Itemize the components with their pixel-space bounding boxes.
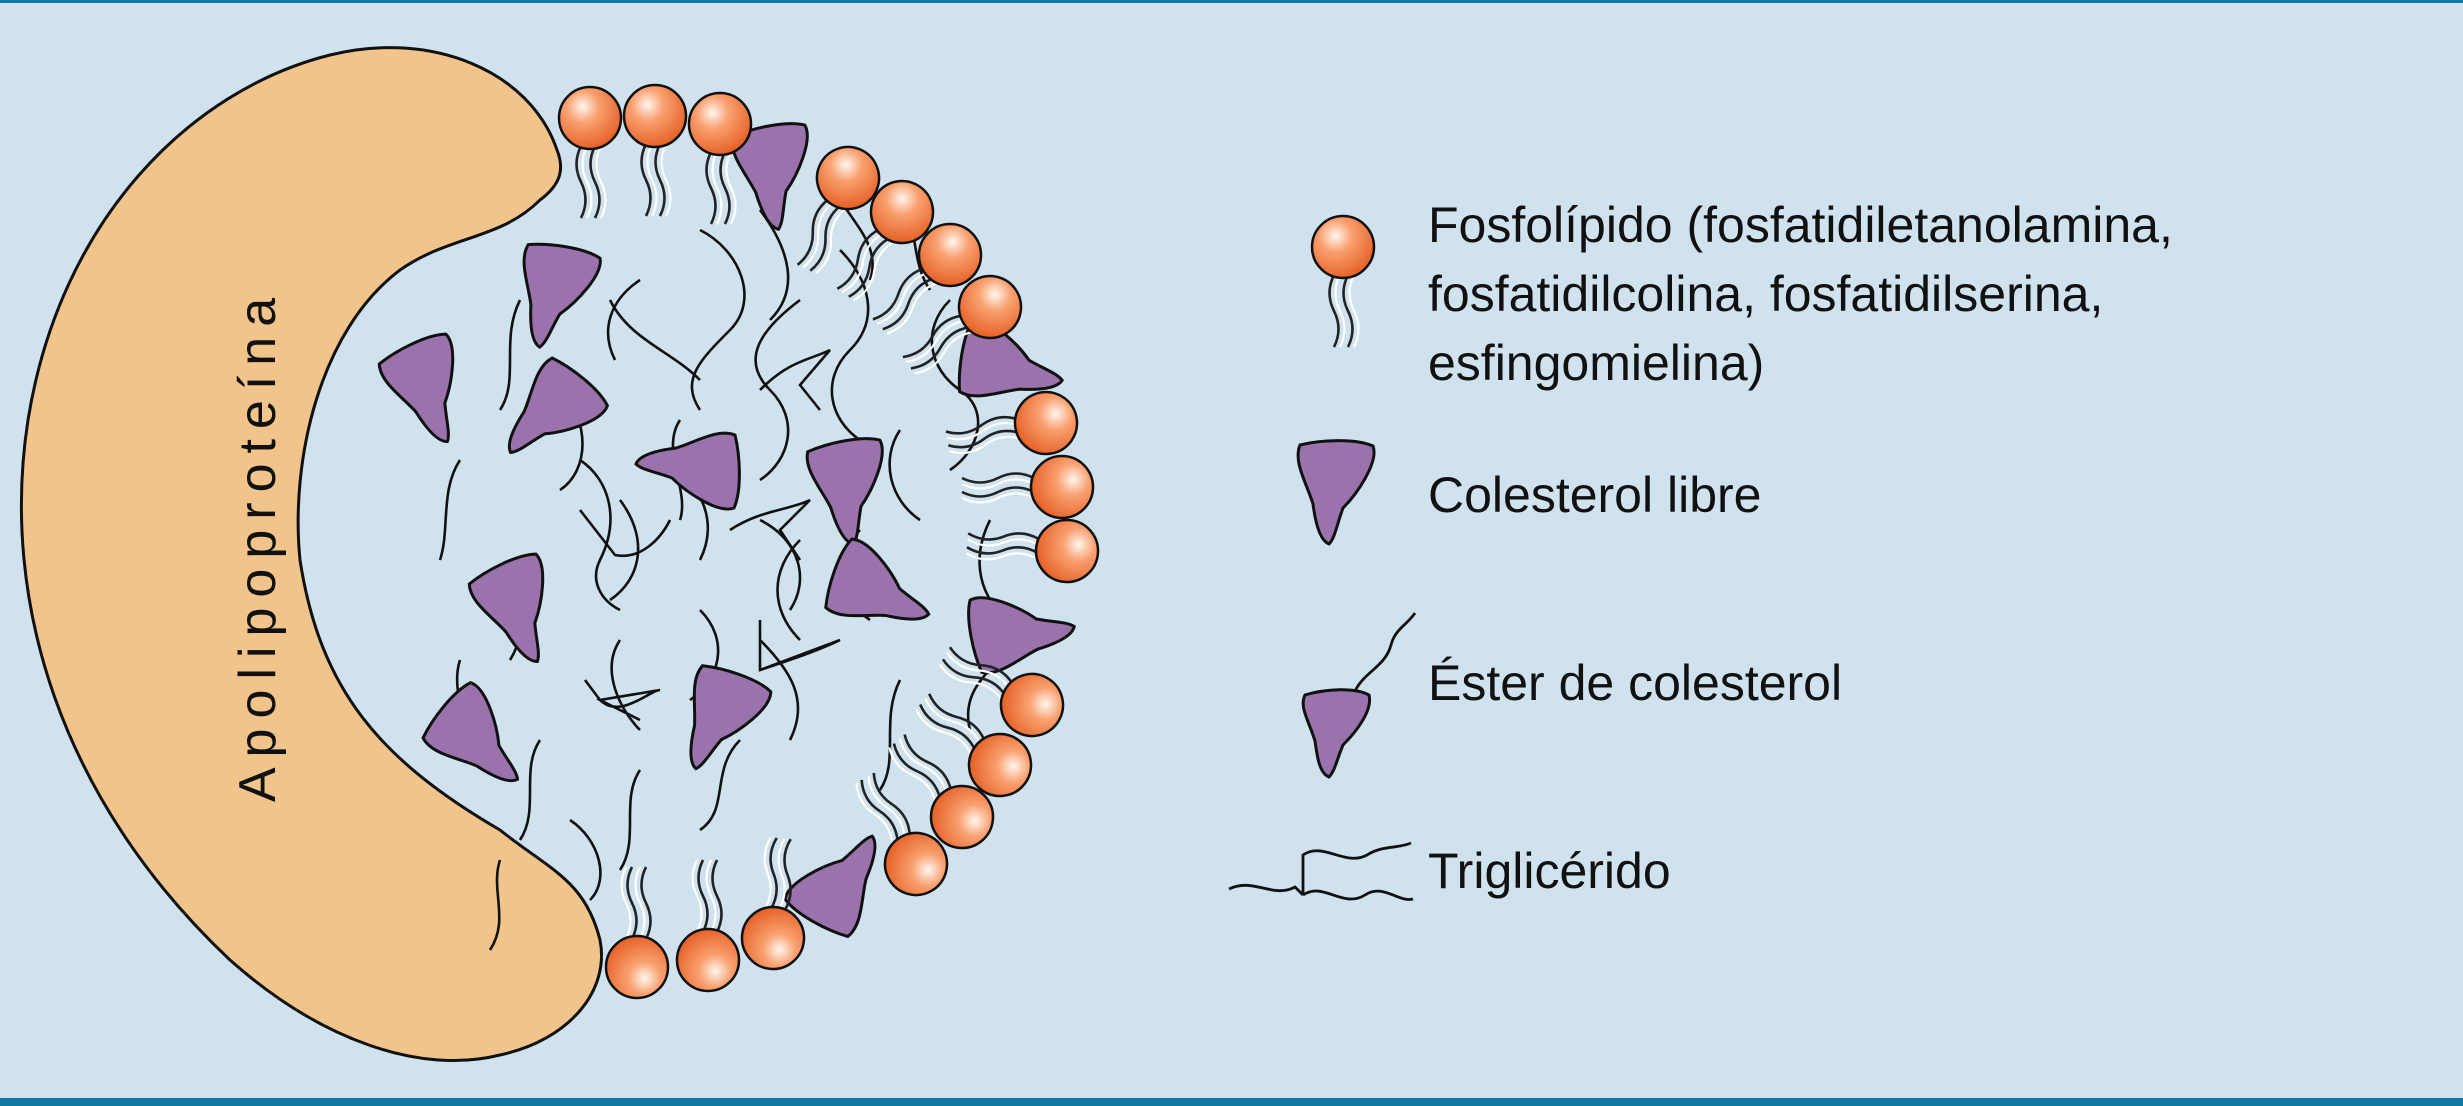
core-cholesterol [374,238,946,805]
legend-phospholipid-line2: fosfatidilcolina, fosfatidilserina, [1428,266,2103,322]
legend-ester-icon [1301,611,1417,779]
legend-phospholipid-line3: esfingomielina) [1428,335,1764,391]
legend-triglyceride: Triglicérido [1428,843,1671,899]
legend-free-cholesterol: Colesterol libre [1428,467,1761,523]
legend-cholesterol-icon [1296,439,1376,546]
bottom-border [0,1098,2463,1106]
legend-triglyceride-icon [1227,841,1415,901]
legend-phospholipid-icon [1310,214,1376,349]
legend-cholesterol-ester: Éster de colesterol [1428,655,1842,711]
phospholipid-shell [557,83,1102,1000]
apolipoprotein-label: Apolipoproteína [229,288,287,802]
legend-phospholipid-line1: Fosfolípido (fosfatidiletanolamina, [1428,197,2173,253]
apolipoprotein-band [19,46,603,1062]
triglyceride-forks [578,348,841,722]
legend: Fosfolípido (fosfatidiletanolamina, fosf… [1227,197,2173,901]
top-border [0,0,2463,3]
